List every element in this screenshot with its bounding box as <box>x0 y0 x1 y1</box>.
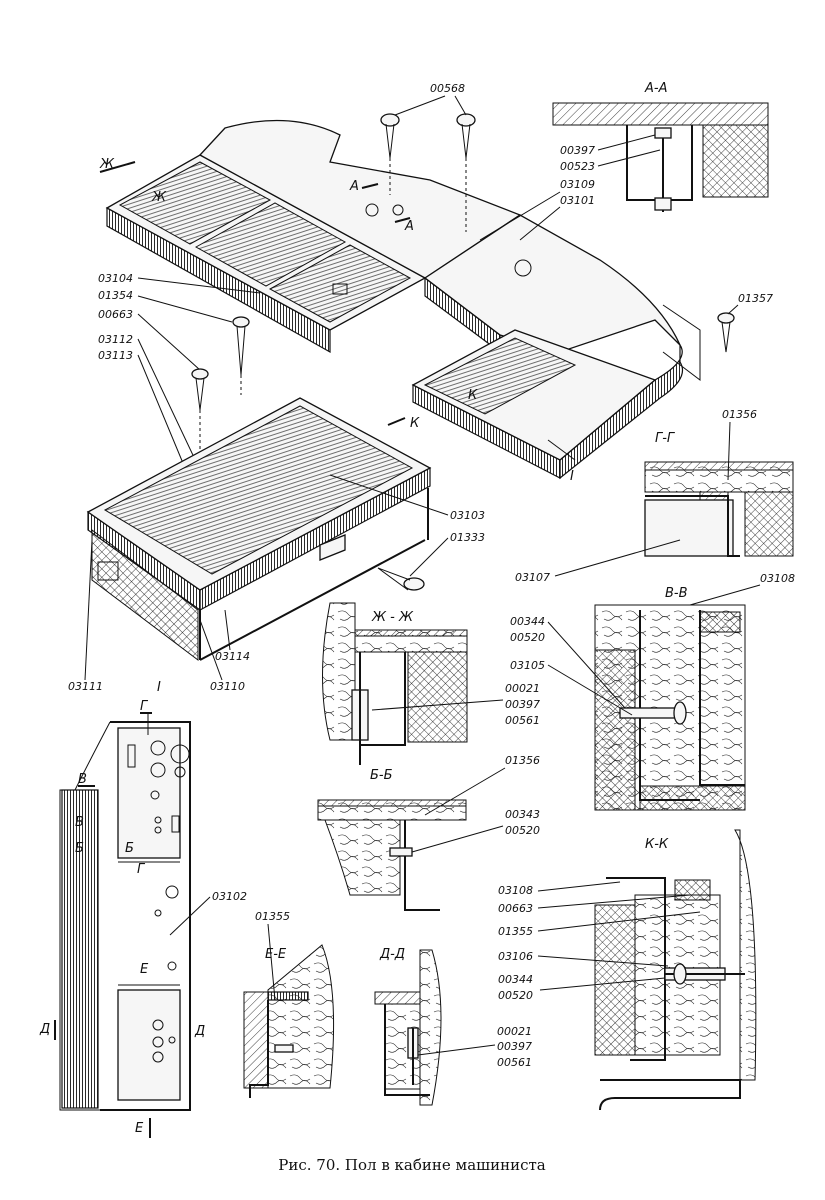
marker-k-inner: К <box>468 388 478 403</box>
label-03114: 03114 <box>215 650 250 663</box>
k-curved-edge <box>559 343 684 480</box>
label-00568: 00568 <box>430 82 465 95</box>
label-03112: 03112 <box>98 333 133 346</box>
screw-01333 <box>377 567 425 591</box>
hole <box>365 203 379 217</box>
label-00663-kk: 00663 <box>498 902 533 915</box>
screw-00568-left <box>380 113 400 159</box>
label-00343: 00343 <box>505 808 540 821</box>
marker-g-2: Г <box>137 862 146 877</box>
label-03113: 03113 <box>98 349 133 362</box>
marker-k-outer: К <box>410 416 420 431</box>
label-03110: 03110 <box>210 680 245 693</box>
marker-zh-inner: Ж <box>151 190 167 205</box>
marker-v-2: В <box>75 815 84 830</box>
section-kk-title: К-К <box>645 837 669 852</box>
label-03101: 03101 <box>560 194 595 207</box>
section-gg-title: Г-Г <box>655 431 676 446</box>
k-mat <box>423 337 577 415</box>
section-bb: Б-Б 01356 00343 00520 <box>317 754 540 911</box>
label-01355-ee: 01355 <box>255 910 290 923</box>
section-kk: К-К 03108 00663 01355 03106 00344 00520 <box>498 829 757 1111</box>
section-aa: А-А 00397 00523 03109 03101 <box>479 81 769 241</box>
label-03104: 03104 <box>98 272 133 285</box>
label-00561-zh: 00561 <box>505 714 540 727</box>
label-03111: 03111 <box>68 680 103 693</box>
label-00520-bb: 00520 <box>505 824 540 837</box>
marker-e-bottom: Е <box>135 1121 144 1136</box>
label-00397-dd: 00397 <box>497 1040 532 1053</box>
central-plate <box>198 119 522 279</box>
screw-00663 <box>191 368 209 411</box>
label-01356-gg: 01356 <box>722 408 757 421</box>
left-mat-1 <box>118 161 272 245</box>
right-plate <box>423 214 681 353</box>
label-01354: 01354 <box>98 289 133 302</box>
marker-a-top: А <box>349 179 359 194</box>
marker-b-right: Б <box>125 841 134 856</box>
label-03106: 03106 <box>498 950 533 963</box>
marker-d-right: Д <box>194 1024 205 1039</box>
section-ee: 01355 Е-Е <box>243 910 335 1098</box>
hole <box>514 259 532 277</box>
section-dd: Д-Д 00021 00397 00561 <box>374 947 532 1106</box>
marker-v: В <box>78 772 87 787</box>
label-03102: 03102 <box>212 890 247 903</box>
section-vv: В-В 03108 00344 00520 03105 <box>510 572 795 811</box>
tray-mat <box>103 405 414 575</box>
label-00520-kk: 00520 <box>498 989 533 1002</box>
label-00344-kk: 00344 <box>498 973 533 986</box>
label-01356-bb: 01356 <box>505 754 540 767</box>
figure-caption: Рис. 70. Пол в кабине машиниста <box>278 1156 546 1174</box>
hole <box>392 204 404 216</box>
marker-d-left: Д <box>39 1022 50 1037</box>
label-00021-dd: 00021 <box>497 1025 532 1038</box>
label-00021-zh: 00021 <box>505 682 540 695</box>
label-03108-vv: 03108 <box>760 572 795 585</box>
marker-g: Г <box>140 699 149 714</box>
label-03107: 03107 <box>515 571 550 584</box>
section-vv-title: В-В <box>665 586 688 601</box>
label-03105: 03105 <box>510 659 545 672</box>
label-00561-dd: 00561 <box>497 1056 532 1069</box>
detail-i-title: I <box>157 680 161 695</box>
screw-00568-right <box>456 113 476 159</box>
label-01355-kk: 01355 <box>498 925 533 938</box>
label-01333: 01333 <box>450 531 485 544</box>
label-00344-vv: 00344 <box>510 615 545 628</box>
hatch-opening <box>332 283 348 295</box>
label-00397-aa: 00397 <box>560 144 595 157</box>
screw-01354 <box>232 316 250 376</box>
upper-floor-assembly <box>105 113 735 480</box>
floor-tray-assembly <box>86 397 432 662</box>
marker-e-inner: Е <box>140 962 149 977</box>
marker-b-left: Б <box>75 841 84 856</box>
label-00663: 00663 <box>98 308 133 321</box>
section-aa-title: А-А <box>644 81 667 96</box>
left-mat-2 <box>194 202 347 287</box>
marker-a-bottom: А <box>404 219 414 234</box>
detail-i-marker: I <box>570 469 574 484</box>
label-00520-vv: 00520 <box>510 631 545 644</box>
label-03108-kk: 03108 <box>498 884 533 897</box>
label-00523-aa: 00523 <box>560 160 595 173</box>
section-dd-title: Д-Д <box>379 947 405 962</box>
section-ee-title: Е-Е <box>265 947 287 962</box>
screw-01357 <box>717 312 735 353</box>
label-01357: 01357 <box>738 292 773 305</box>
section-gg: Г-Г 01356 03107 <box>515 408 794 584</box>
section-bb-title: Б-Б <box>370 768 393 783</box>
label-03109: 03109 <box>560 178 595 191</box>
label-03103: 03103 <box>450 509 485 522</box>
detail-i-panel: I Г В В Б Б Г Е Д Д Е <box>39 680 247 1138</box>
section-zhzh-title: Ж - Ж <box>371 610 414 625</box>
section-zhzh: Ж - Ж 00021 00397 00561 <box>322 602 540 765</box>
label-00397-zh: 00397 <box>505 698 540 711</box>
